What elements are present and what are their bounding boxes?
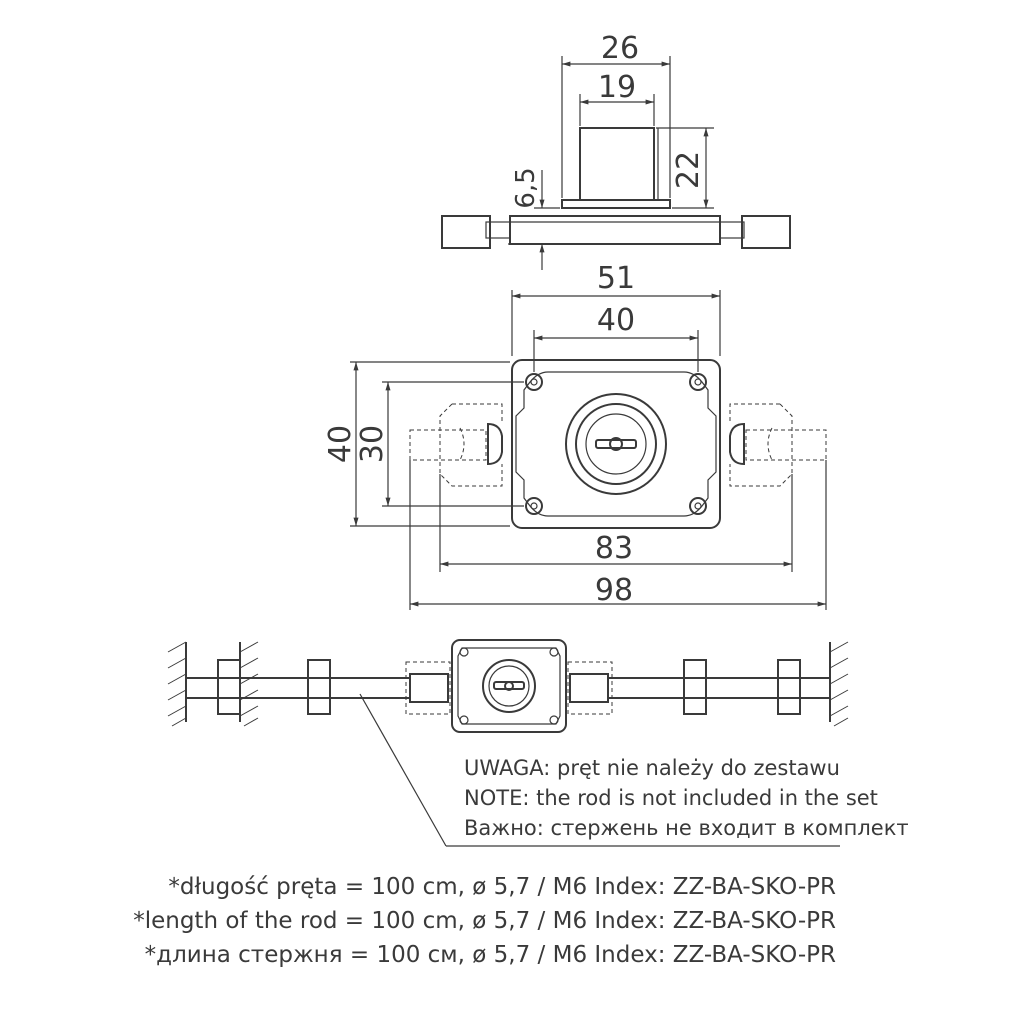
top-view: 26 19 22 6,5 (441, 31, 791, 270)
dim-19-label: 19 (598, 70, 636, 105)
dim-51-label: 51 (597, 261, 635, 296)
note-en: NOTE: the rod is not included in the set (464, 786, 878, 810)
rod-note: UWAGA: pręt nie należy do zestawu NOTE: … (464, 756, 909, 840)
rod-footnotes: *długość pręta = 100 cm, ø 5,7 / M6 Inde… (133, 874, 836, 968)
screw-hole (525, 497, 543, 515)
dim-26-label: 26 (601, 31, 639, 66)
dim-83-label: 83 (595, 531, 633, 566)
key-slot-icon (493, 681, 525, 691)
screw-hole (689, 497, 707, 515)
footnote-pl: *długość pręta = 100 cm, ø 5,7 / M6 Inde… (168, 874, 836, 900)
dim-30-label: 30 (355, 425, 390, 463)
note-ru: Важно: стержень не входит в комплект (464, 816, 909, 840)
dim-40-h-label: 40 (597, 303, 635, 338)
footnote-en: *length of the rod = 100 cm, ø 5,7 / M6 … (133, 908, 836, 934)
screw-hole (689, 373, 707, 391)
front-view: 51 40 40 30 83 98 (323, 261, 827, 610)
note-pl: UWAGA: pręt nie należy do zestawu (464, 756, 840, 780)
screw-hole (525, 373, 543, 391)
footnote-ru: *длина стержня = 100 см, ø 5,7 / M6 Inde… (145, 942, 836, 968)
dim-6-5-label: 6,5 (511, 167, 541, 208)
dim-98-label: 98 (595, 573, 633, 608)
dim-40-v-label: 40 (323, 425, 358, 463)
key-slot-icon (595, 437, 637, 451)
assembly-view (167, 639, 849, 847)
dim-22-label: 22 (671, 151, 706, 189)
